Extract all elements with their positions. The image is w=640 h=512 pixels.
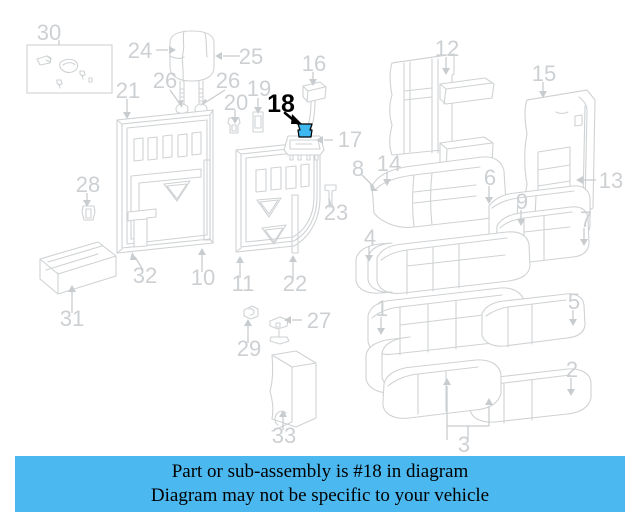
part-27-pivot — [269, 316, 290, 345]
highlight-arrow-head — [291, 114, 302, 124]
highlighted-part-18 — [297, 123, 313, 138]
highlight-label-18: 18 — [267, 90, 295, 118]
callout-label-17: 17 — [338, 127, 362, 152]
callout-label-31: 31 — [60, 306, 84, 331]
callout-label-21: 21 — [116, 78, 140, 103]
callout-label-33: 33 — [272, 423, 296, 448]
callout-label-32: 32 — [133, 263, 157, 288]
callout-label-12: 12 — [435, 36, 459, 61]
callout-label-4: 4 — [364, 225, 376, 250]
footer-banner: Part or sub-assembly is #18 in diagram D… — [15, 456, 625, 512]
part-3-bottom-pan — [382, 359, 502, 419]
callout-label-5: 5 — [568, 289, 580, 314]
callout-label-26-right: 26 — [216, 68, 240, 93]
part-29-latch — [243, 305, 259, 320]
callout-label-16: 16 — [302, 51, 326, 76]
callout-label-15: 15 — [532, 61, 556, 86]
callout-label-6: 6 — [484, 165, 496, 190]
part-4-cushion-upper — [376, 231, 531, 295]
callout-label-26-left: 26 — [153, 68, 177, 93]
part-31-pad — [39, 241, 117, 295]
callout-label-19: 19 — [247, 76, 271, 101]
callout-label-10: 10 — [191, 265, 215, 290]
callout-label-7: 7 — [580, 207, 592, 232]
callout-label-2: 2 — [566, 357, 578, 382]
part-19-bushing — [252, 111, 264, 133]
part-4-left-pan — [355, 242, 393, 294]
callout-label-23: 23 — [324, 200, 348, 225]
part-30-inset-box — [26, 44, 113, 94]
part-28-clip — [81, 205, 96, 221]
callout-label-13: 13 — [599, 168, 623, 193]
callout-label-9: 9 — [516, 189, 528, 214]
footer-line-1: Part or sub-assembly is #18 in diagram — [171, 461, 469, 482]
part-11-right-seatback-frame — [235, 140, 321, 254]
callout-label-3: 3 — [458, 432, 470, 457]
part-5-cushion-small — [481, 293, 586, 348]
callout-label-20: 20 — [224, 90, 248, 115]
part-20-guide — [227, 117, 241, 134]
callout-label-14: 14 — [377, 151, 401, 176]
callout-label-22: 22 — [283, 271, 307, 296]
callout-label-25: 25 — [239, 44, 263, 69]
callout-label-8: 8 — [352, 156, 364, 181]
part-23-bolt — [324, 184, 337, 208]
callout-label-28: 28 — [76, 172, 100, 197]
callout-label-1: 1 — [376, 296, 388, 321]
callout-label-30: 30 — [37, 20, 61, 45]
callout-label-29: 29 — [237, 336, 261, 361]
footer-line-2: Diagram may not be specific to your vehi… — [150, 485, 490, 506]
part-21-left-seatback-frame — [116, 109, 214, 254]
callout-label-27: 27 — [307, 308, 331, 333]
callout-label-11: 11 — [232, 271, 255, 296]
part-17-buckle-base — [283, 135, 325, 161]
callout-label-24: 24 — [128, 38, 152, 63]
part-24-25-headrest — [169, 30, 215, 132]
